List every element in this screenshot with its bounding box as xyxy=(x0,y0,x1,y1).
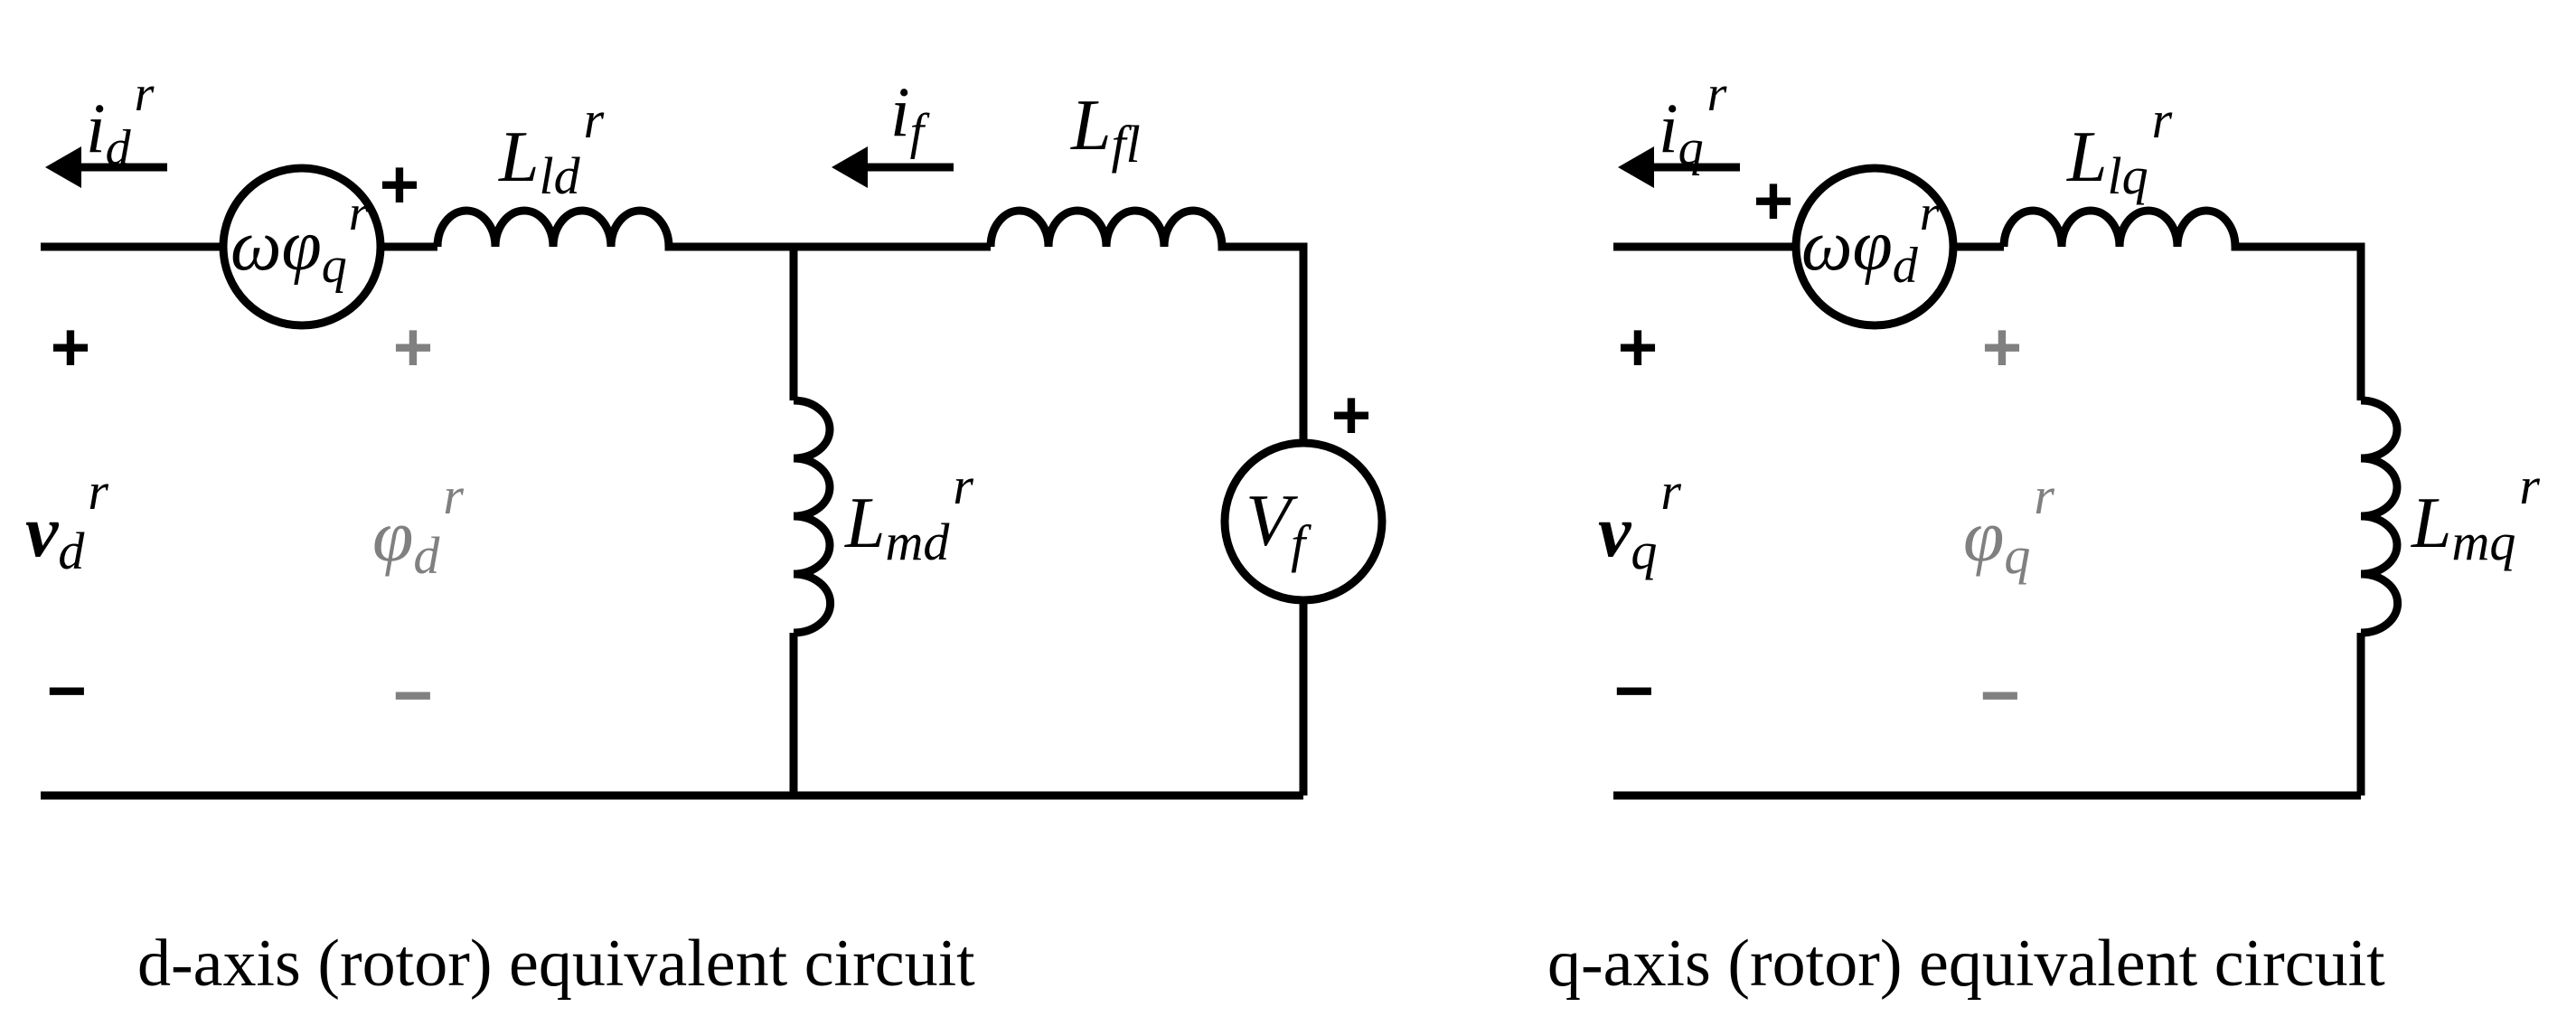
q-plus-source: + xyxy=(1753,163,1793,240)
d-axis-circuit: idr if ωφqr Lldr Lfl Lmdr Vf vdr φdr + +… xyxy=(25,66,1387,1001)
d-arrow-id xyxy=(45,146,167,188)
d-label-vd: vdr xyxy=(25,462,108,580)
q-label-vq: vqr xyxy=(1598,462,1681,580)
d-label-phid: φdr xyxy=(372,466,464,585)
d-minus-vd: − xyxy=(47,653,87,729)
d-plus-source: + xyxy=(380,146,419,223)
d-label-id: idr xyxy=(86,66,155,176)
d-label-Lmd: Lmdr xyxy=(844,457,973,571)
d-source-Vf xyxy=(1220,438,1387,605)
d-inductor-Lld xyxy=(433,206,673,251)
d-plus-vd: + xyxy=(51,309,90,386)
q-axis-caption: q-axis (rotor) equivalent circuit xyxy=(1547,927,2385,1001)
d-plus-phid: + xyxy=(393,309,433,386)
q-plus-phiq: + xyxy=(1982,309,2022,386)
q-label-Llq: Llqr xyxy=(2066,90,2173,205)
q-arrow-iq xyxy=(1618,146,1740,188)
d-top-wire-far xyxy=(1225,242,1308,443)
q-minus-phiq: − xyxy=(1980,657,2020,734)
q-label-omega-phi-d: ωφdr xyxy=(1801,185,1940,294)
q-label-phiq: φqr xyxy=(1963,466,2054,585)
d-inductor-Lmd xyxy=(793,396,835,637)
q-label-iq: iqr xyxy=(1659,66,1727,176)
q-plus-vq: + xyxy=(1618,309,1658,386)
d-plus-vf: + xyxy=(1331,377,1371,454)
d-arrow-if xyxy=(832,146,954,188)
d-axis-caption: d-axis (rotor) equivalent circuit xyxy=(137,927,975,1001)
q-label-Lmq: Lmqr xyxy=(2411,457,2540,571)
d-inductor-Lfl xyxy=(986,206,1227,251)
d-minus-phid: − xyxy=(393,657,433,734)
q-inductor-Lmq xyxy=(2360,396,2402,637)
q-axis-circuit: iqr ωφdr Llqr Lmqr vqr φqr + + − + − q-a… xyxy=(1547,66,2540,1001)
q-inductor-Llq xyxy=(1999,206,2240,251)
q-source-omega-phi-d xyxy=(1791,164,1958,330)
q-minus-vq: − xyxy=(1614,653,1654,729)
q-top-wire-right xyxy=(2239,242,2365,400)
d-label-Lld: Lldr xyxy=(498,90,605,205)
d-label-Lfl: Lfl xyxy=(1070,86,1141,174)
d-label-if: if xyxy=(890,72,931,160)
d-label-omega-phi-q: ωφqr xyxy=(230,185,369,294)
d-source-omega-phi-q xyxy=(219,164,385,330)
